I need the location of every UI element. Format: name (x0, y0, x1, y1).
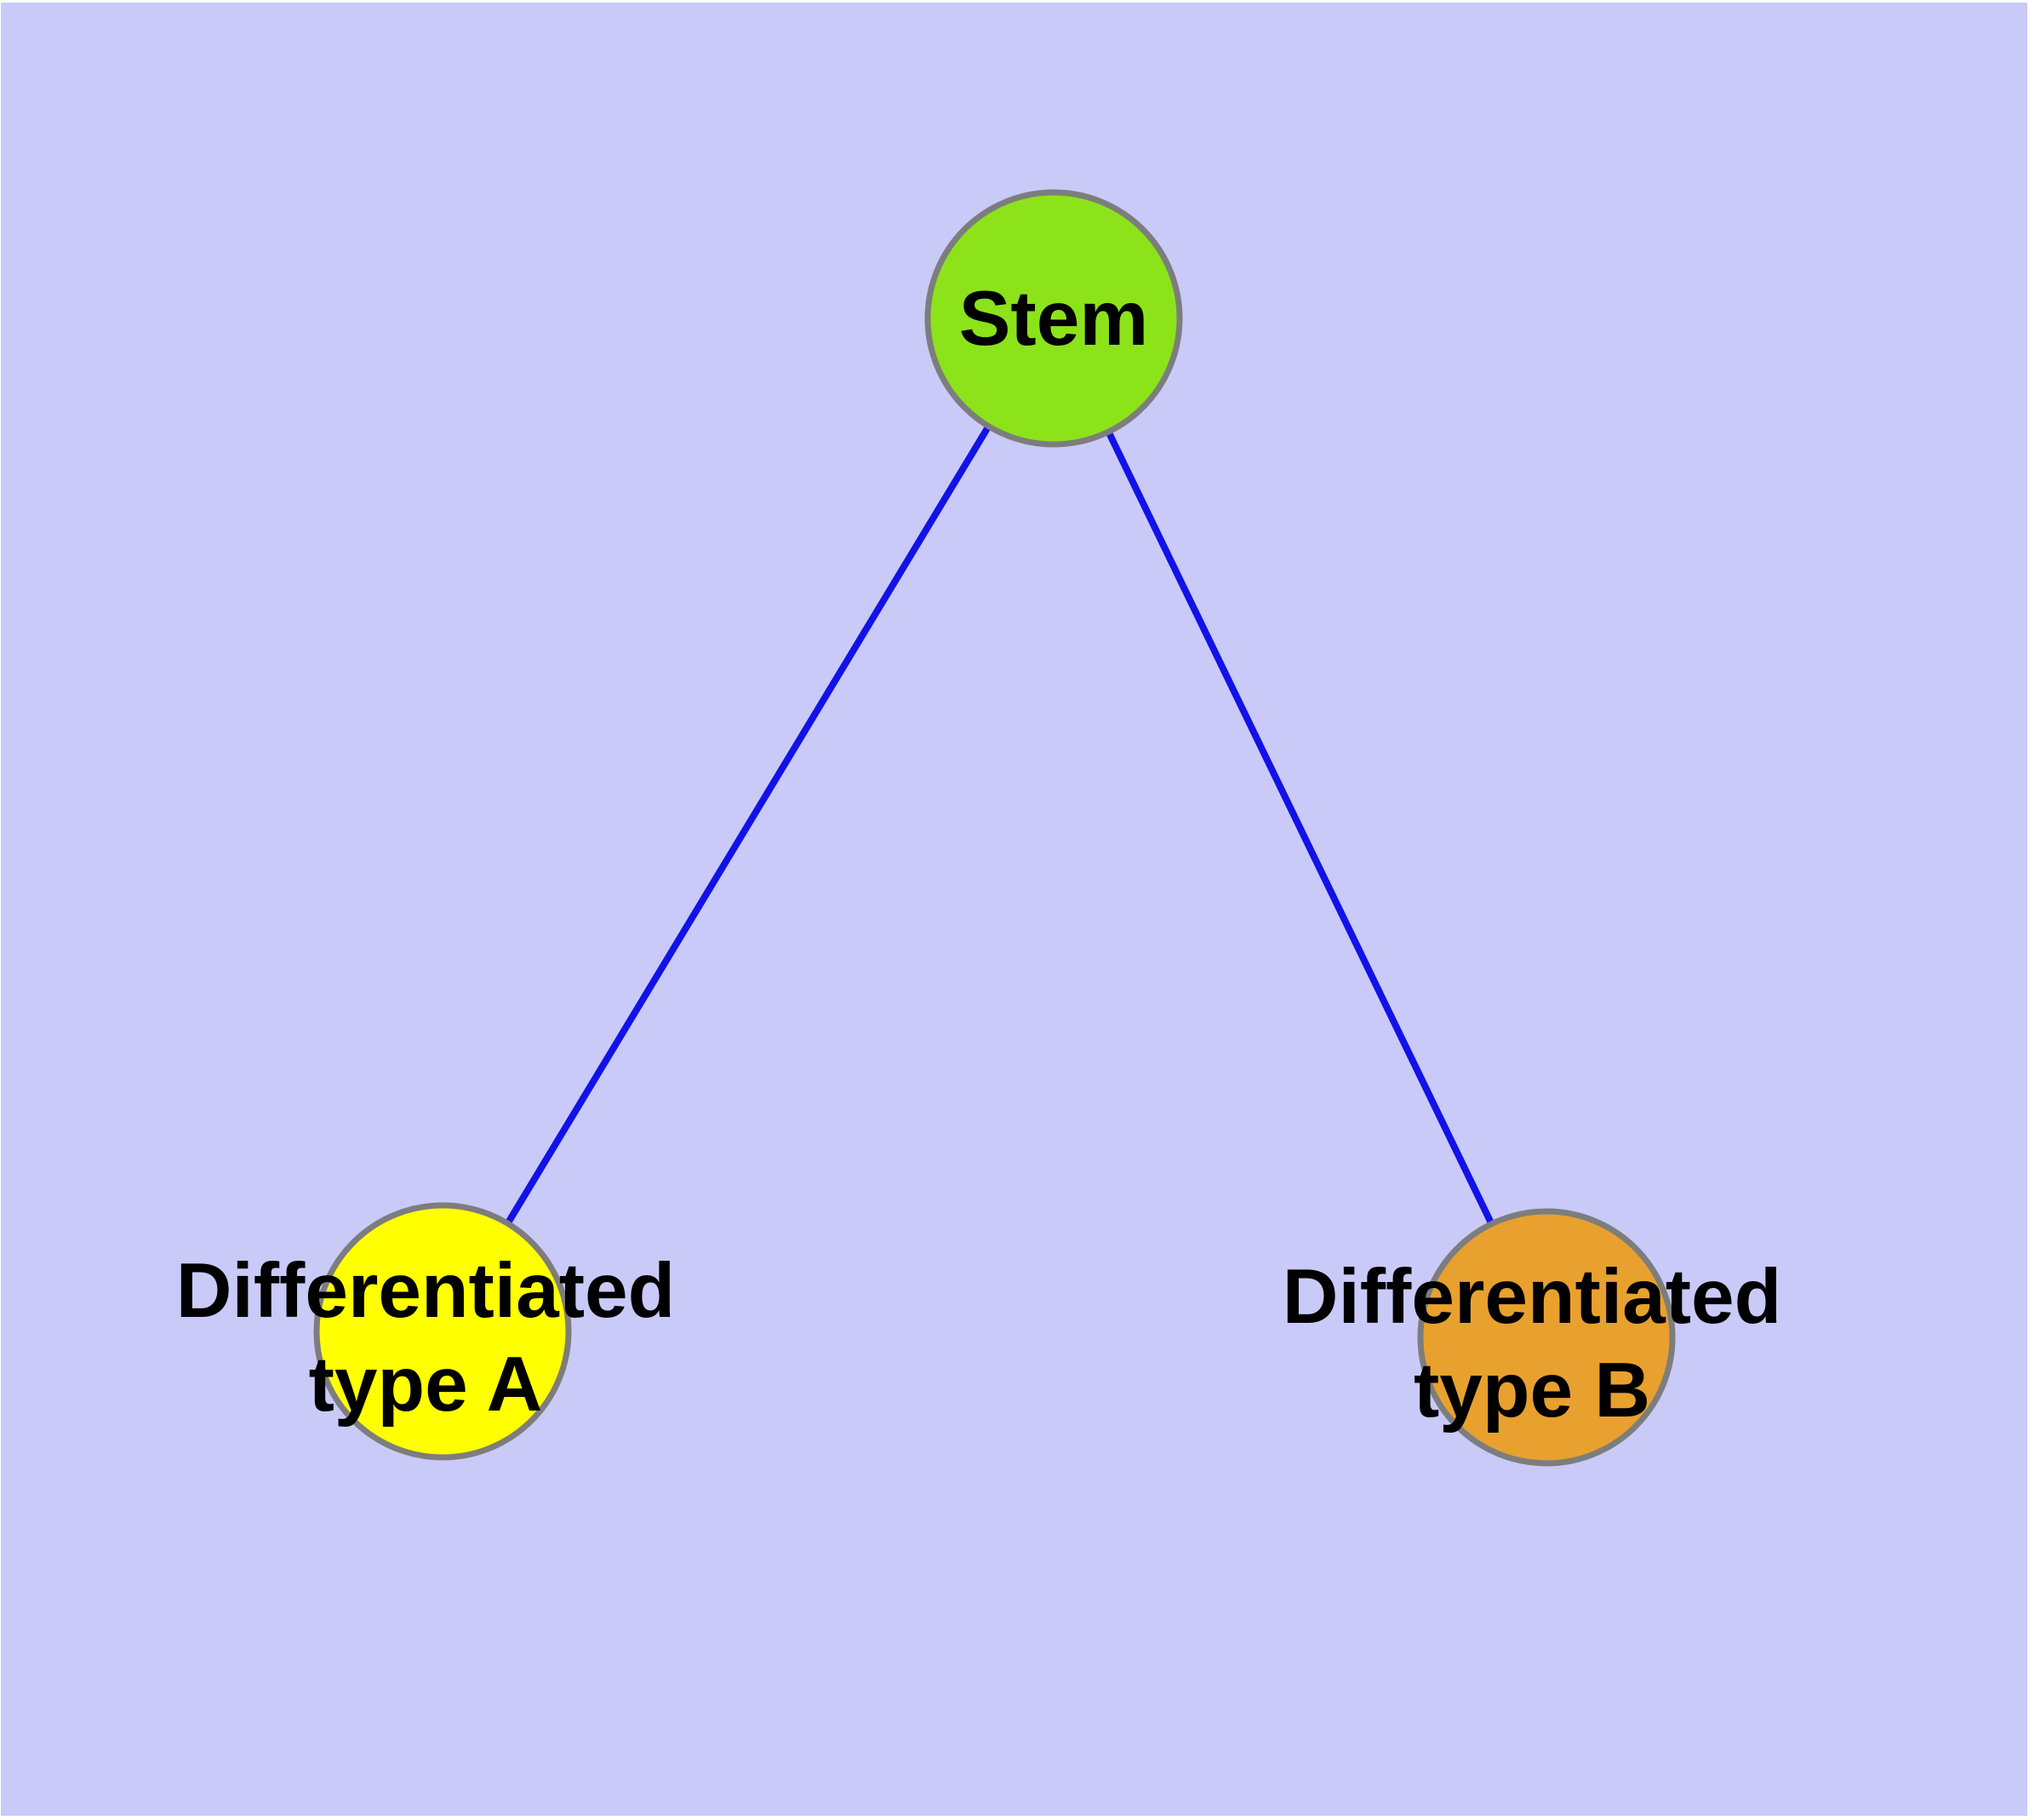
node-label-differentiated-type-a-line2: type A (309, 1342, 543, 1428)
node-differentiated-type-a (313, 1202, 572, 1461)
node-label-stem: Stem (959, 276, 1149, 362)
node-label-differentiated-type-b-line2: type B (1414, 1348, 1650, 1434)
node-label-differentiated-type-a-line1: Differentiated (176, 1248, 676, 1334)
node-label-differentiated-type-b-line1: Differentiated (1283, 1254, 1782, 1340)
node-stem (924, 189, 1183, 448)
edge-stem-to-differentiated-type-a (439, 316, 1057, 1334)
node-differentiated-type-b (1417, 1208, 1676, 1467)
edge-stem-to-differentiated-type-b (1050, 317, 1550, 1339)
